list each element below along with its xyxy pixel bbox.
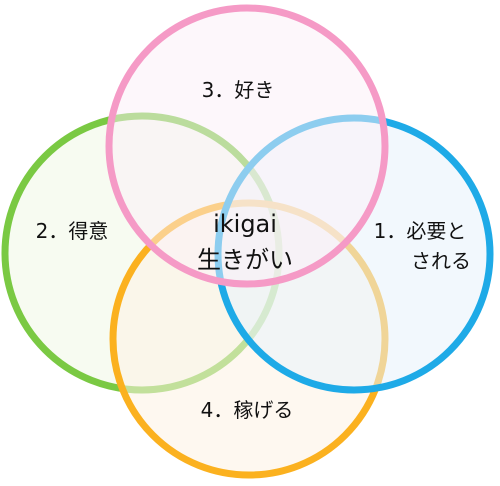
label-earn: 4．稼げる [201,398,294,422]
circle-like [105,4,389,288]
label-needed-line2: される [411,249,471,273]
center-title: ikigai [213,210,277,238]
center-subtitle: 生きがい [197,246,293,274]
label-good-at: 2．得意 [36,219,109,243]
label-like: 3．好き [202,78,275,102]
label-needed-line1: 1．必要と [374,219,467,243]
